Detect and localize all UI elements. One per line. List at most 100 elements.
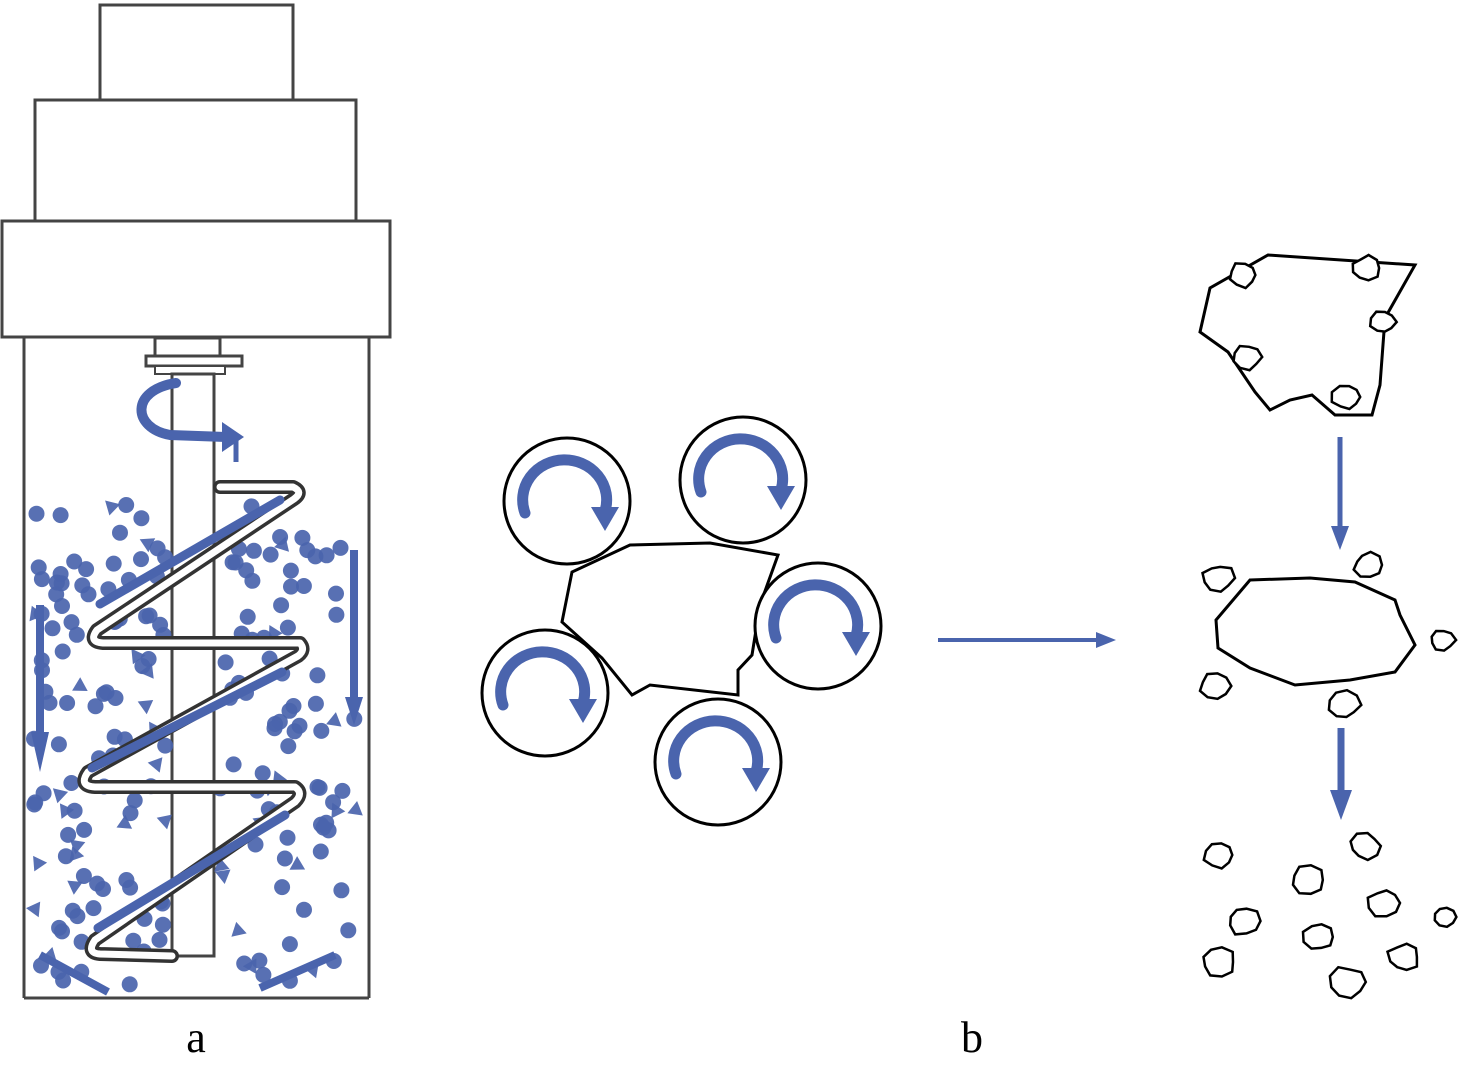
particle-stage-2 (1214, 576, 1417, 687)
fine-fragments (1198, 253, 1458, 1000)
media-bead (276, 850, 293, 867)
media-bead (307, 695, 324, 712)
media-bead (313, 722, 330, 739)
grinding-ball (480, 628, 610, 758)
media-bead (139, 663, 154, 679)
fragment (1228, 262, 1257, 290)
media-bead (274, 879, 291, 896)
media-bead (285, 698, 302, 714)
grinding-media (26, 497, 363, 993)
panel-a-label: a (186, 1013, 206, 1062)
media-bead (273, 597, 290, 614)
media-bead (281, 936, 298, 953)
media-bead (48, 574, 65, 591)
media-bead (334, 782, 351, 799)
rotation-arrow-icon (136, 378, 244, 462)
stirred-mill (0, 3, 392, 1000)
rotation-arrow-icon (495, 646, 591, 711)
media-bead (125, 932, 142, 949)
media-bead (95, 881, 111, 897)
rotation-arrow-icon (517, 454, 613, 519)
media-bead (26, 901, 41, 918)
media-bead (63, 775, 80, 791)
down-arrow-2-icon (1330, 728, 1352, 820)
fragment (1351, 253, 1381, 282)
media-bead (139, 538, 156, 553)
media-bead (66, 802, 83, 819)
media-bead (147, 757, 163, 773)
media-bead (309, 667, 326, 684)
media-bead (33, 855, 48, 872)
media-bead (76, 821, 93, 838)
media-bead (328, 606, 345, 623)
media-bead (255, 966, 272, 983)
rotation-arrow-icon (768, 579, 864, 644)
media-bead (87, 698, 104, 715)
media-bead (254, 765, 271, 782)
media-bead (57, 848, 74, 865)
media-bead (294, 529, 311, 546)
media-bead (105, 500, 121, 516)
rotation-arrowhead-icon (842, 632, 870, 656)
media-bead (326, 712, 342, 727)
media-bead (217, 654, 234, 671)
media-bead (137, 700, 154, 715)
media-bead (121, 976, 138, 993)
medium-particle (1214, 576, 1417, 687)
fragment (1198, 672, 1233, 701)
media-bead (122, 805, 139, 822)
media-bead (112, 524, 128, 541)
particle-between-media (480, 415, 883, 827)
media-bead (239, 608, 256, 625)
media-bead (54, 923, 70, 940)
media-bead (133, 510, 150, 527)
flow-arrow-left-icon (31, 605, 49, 772)
media-bead (68, 626, 85, 643)
shaft-flange (144, 354, 244, 368)
media-bead (44, 620, 61, 637)
media-bead (347, 801, 363, 816)
rotation-arrowhead-icon (767, 486, 795, 510)
fragment (1433, 906, 1458, 929)
rotation-arrowhead-icon (591, 507, 619, 531)
fragment (1291, 864, 1325, 896)
media-bead (225, 756, 242, 773)
grinding-ball (678, 415, 808, 545)
media-bead (133, 551, 149, 568)
media-bead (69, 908, 86, 925)
grinding-ball (653, 697, 783, 827)
stirrer-shaft (170, 372, 216, 958)
media-bead (156, 814, 172, 830)
shaft-coupling (153, 336, 222, 358)
fragment (1228, 907, 1262, 936)
media-bead (138, 608, 155, 625)
media-bead (151, 931, 168, 948)
fragment (1328, 965, 1368, 1000)
media-bead (328, 585, 344, 602)
media-bead (231, 921, 247, 937)
media-bead (282, 562, 299, 579)
rotation-arrowhead-icon (569, 699, 597, 723)
fragment (1349, 831, 1383, 862)
fragment (1327, 688, 1363, 719)
motor-middle-block (33, 98, 358, 223)
media-bead (118, 497, 135, 513)
media-bead (67, 880, 83, 895)
motor-top-block (98, 3, 295, 102)
media-bead (332, 539, 349, 556)
down-arrow-1-icon (1331, 437, 1349, 550)
panel-b-label: b (961, 1013, 983, 1062)
media-bead (80, 586, 97, 603)
media-bead (289, 856, 306, 870)
media-bead (149, 540, 166, 557)
media-bead (331, 802, 346, 819)
media-bead (286, 723, 303, 740)
media-bead (52, 507, 69, 524)
media-bead (122, 879, 139, 896)
media-bead (154, 916, 171, 933)
fragment (1301, 922, 1335, 950)
media-bead (227, 554, 244, 571)
media-bead (54, 598, 70, 614)
fragment (1330, 384, 1362, 411)
media-bead (59, 695, 76, 711)
